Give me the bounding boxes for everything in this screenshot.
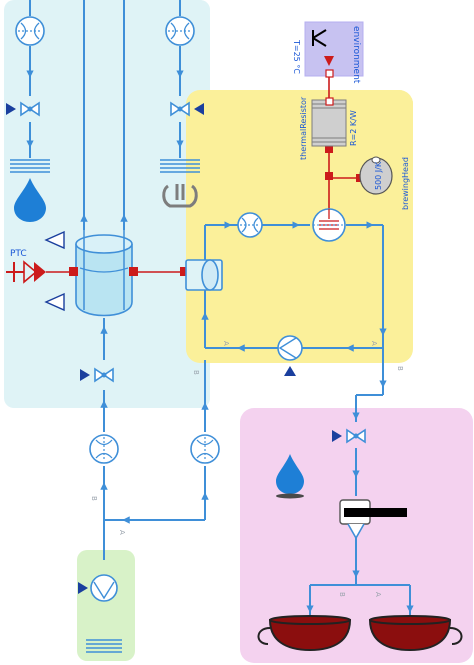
flow-sensor-icon[interactable] <box>15 16 45 46</box>
heat-port <box>180 267 189 276</box>
valve-icon[interactable] <box>170 101 204 117</box>
port-label: A <box>222 341 230 346</box>
water-drop-icon <box>276 454 304 494</box>
heat-port <box>129 267 138 276</box>
port-label: A <box>374 592 382 597</box>
flow-sensor-icon[interactable] <box>89 434 119 464</box>
temperature-label: T=25 °C <box>292 39 301 74</box>
tank-icon[interactable] <box>75 230 133 317</box>
port-label: B <box>90 496 98 501</box>
input-triangle-icon <box>44 292 65 312</box>
valve-icon[interactable] <box>332 428 366 444</box>
flow-sensor-icon[interactable] <box>165 16 195 46</box>
capacity-label: 500 J/K <box>374 161 383 190</box>
ptc-label: PTC <box>10 249 27 259</box>
heat-exchanger-icon[interactable] <box>185 259 223 291</box>
water-drop-shadow <box>276 493 304 499</box>
drain-icon <box>162 184 198 208</box>
heat-port <box>325 172 333 180</box>
pump-icon[interactable] <box>78 574 118 602</box>
valve-icon[interactable] <box>80 367 114 383</box>
port-label: B <box>192 370 200 375</box>
heat-port <box>325 145 333 153</box>
brewing-vessel-icon[interactable] <box>312 208 346 242</box>
port-label: A <box>370 341 378 346</box>
flow-sensor-icon[interactable] <box>190 434 220 464</box>
thermal-resistor-label: thermalResistor <box>299 96 308 160</box>
heat-capacitor-icon[interactable] <box>359 156 393 195</box>
flow-sensor-icon[interactable] <box>237 212 263 238</box>
thermal-resistor-icon[interactable] <box>311 99 347 147</box>
heat-port <box>325 69 334 78</box>
water-drop-icon <box>14 178 46 222</box>
cup-icon <box>257 615 352 652</box>
water-source-icon <box>10 159 200 653</box>
pump-zone <box>77 550 135 661</box>
input-triangle-icon <box>44 230 65 250</box>
port-label: B <box>396 366 404 371</box>
port-label: A <box>118 530 126 535</box>
flow-arrows <box>26 60 414 613</box>
grinder-icon[interactable] <box>339 499 407 540</box>
resistance-label: R=2 K/W <box>349 110 358 146</box>
environment-label: environment <box>351 26 361 84</box>
heat-port <box>325 97 334 106</box>
port-label: B <box>338 592 346 597</box>
heater-icon[interactable] <box>6 260 46 284</box>
brewing-head-label: brewingHead <box>401 157 410 210</box>
valve-icon[interactable] <box>6 101 40 117</box>
environment-box[interactable] <box>304 21 364 77</box>
cup-icon <box>368 615 463 652</box>
temperature-source-icon <box>312 29 334 66</box>
pump-icon[interactable] <box>277 335 303 376</box>
heat-port <box>69 267 78 276</box>
